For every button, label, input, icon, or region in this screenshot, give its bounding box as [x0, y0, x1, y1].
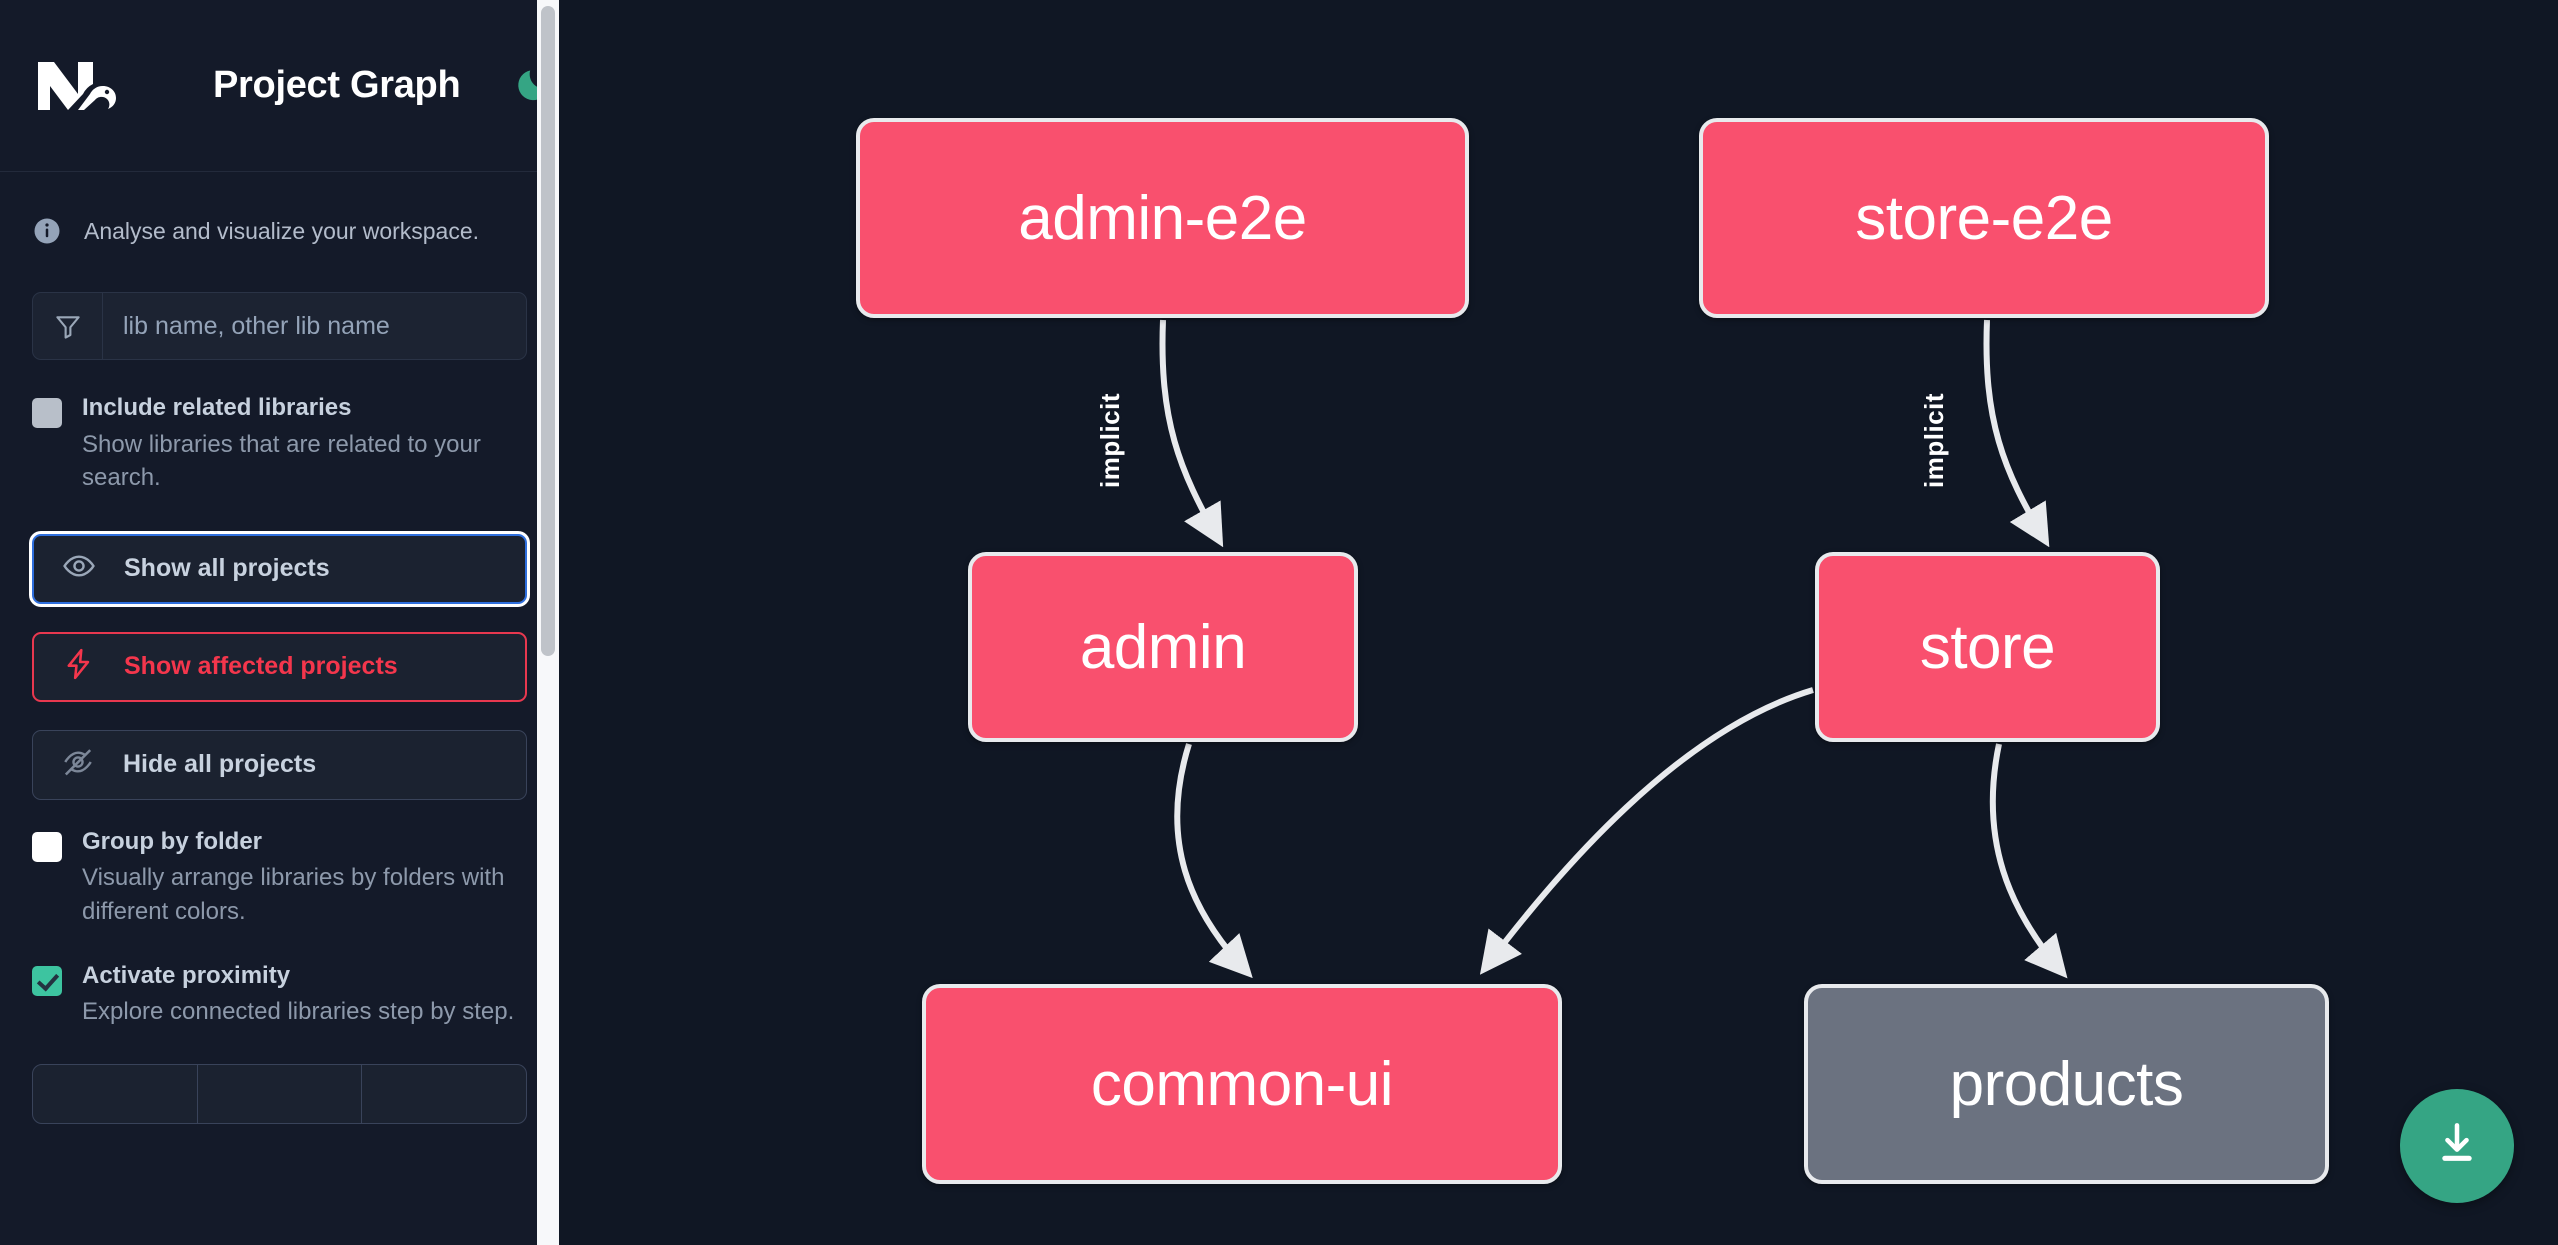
- option-text: Include related libraries Show libraries…: [82, 394, 527, 494]
- sidebar-header: Project Graph: [0, 0, 559, 172]
- option-include-related-libraries[interactable]: Include related libraries Show libraries…: [0, 394, 559, 494]
- node-label: admin-e2e: [1018, 183, 1307, 253]
- proximity-step-control[interactable]: [32, 1064, 527, 1125]
- option-label: Include related libraries: [82, 394, 352, 421]
- graph-node-products[interactable]: products: [1804, 984, 2329, 1184]
- option-text: Group by folder Visually arrange librari…: [82, 828, 527, 928]
- workspace-tagline: Analyse and visualize your workspace.: [0, 172, 559, 260]
- proximity-step-segment[interactable]: [198, 1065, 363, 1124]
- edge-admin-e2e-to-admin: [1159, 319, 1224, 548]
- hide-all-projects-button[interactable]: Hide all projects: [32, 729, 527, 800]
- show-all-projects-button[interactable]: Show all projects: [32, 533, 527, 604]
- nx-logo: [32, 56, 127, 116]
- proximity-step-segment[interactable]: [362, 1065, 526, 1123]
- search-field-wrapper: [32, 292, 527, 360]
- eye-icon: [62, 549, 96, 588]
- edge-store-to-common-ui: [1479, 687, 1814, 975]
- option-description: Show libraries that are related to your …: [82, 430, 481, 491]
- search-input[interactable]: [103, 293, 526, 359]
- edge-store-to-products: [1989, 743, 2068, 979]
- proximity-step-segment[interactable]: [33, 1065, 198, 1124]
- checkbox-include-related-libraries[interactable]: [32, 398, 62, 428]
- funnel-icon: [33, 293, 103, 359]
- option-group-by-folder[interactable]: Group by folder Visually arrange librari…: [0, 828, 559, 928]
- graph-node-admin-e2e[interactable]: admin-e2e: [856, 118, 1469, 318]
- node-label: store-e2e: [1855, 183, 2113, 253]
- download-icon: [2431, 1118, 2483, 1175]
- option-label: Activate proximity: [82, 961, 291, 989]
- show-affected-projects-label: Show affected projects: [124, 652, 398, 681]
- option-description: Visually arrange libraries by folders wi…: [82, 864, 505, 925]
- project-visibility-buttons: Show all projects Show affected projects: [0, 533, 559, 800]
- node-label: common-ui: [1090, 1049, 1394, 1119]
- graph-node-common-ui[interactable]: common-ui: [922, 984, 1562, 1184]
- tagline-text: Analyse and visualize your workspace.: [84, 217, 480, 244]
- graph-node-admin[interactable]: admin: [968, 552, 1358, 742]
- page-title: Project Graph: [213, 64, 461, 106]
- graph-node-store-e2e[interactable]: store-e2e: [1699, 118, 2269, 318]
- node-label: products: [1949, 1049, 2184, 1119]
- graph-canvas[interactable]: admin-e2e store-e2e admin store common-u…: [559, 0, 2558, 1245]
- edge-admin-to-common-ui: [1174, 743, 1253, 979]
- hide-all-projects-label: Hide all projects: [123, 750, 317, 779]
- sidebar-scrollbar-thumb[interactable]: [541, 6, 555, 656]
- eye-off-icon: [61, 745, 95, 784]
- sidebar-scrollbar[interactable]: [537, 0, 559, 1245]
- checkbox-group-by-folder[interactable]: [32, 831, 62, 862]
- option-activate-proximity[interactable]: Activate proximity Explore connected lib…: [0, 962, 559, 1029]
- sidebar: Project Graph Analyse and visualize yo: [0, 0, 559, 1245]
- graph-edges-layer: [1159, 319, 2068, 979]
- option-label: Group by folder: [82, 827, 262, 855]
- node-label: admin: [1079, 612, 1247, 682]
- show-all-projects-label: Show all projects: [124, 554, 330, 583]
- graph-node-store[interactable]: store: [1815, 552, 2160, 742]
- checkbox-activate-proximity[interactable]: [32, 965, 62, 996]
- show-affected-projects-button[interactable]: Show affected projects: [32, 631, 527, 702]
- lightning-bolt-icon: [62, 647, 96, 686]
- option-description: Explore connected libraries step by step…: [82, 998, 515, 1026]
- option-text: Activate proximity Explore connected lib…: [82, 962, 514, 1029]
- edge-store-e2e-to-store: [1983, 319, 2050, 548]
- node-label: store: [1919, 612, 2056, 682]
- download-image-button[interactable]: [2400, 1089, 2514, 1203]
- info-icon: [32, 216, 62, 246]
- sidebar-scroll-content: Project Graph Analyse and visualize yo: [0, 0, 559, 1125]
